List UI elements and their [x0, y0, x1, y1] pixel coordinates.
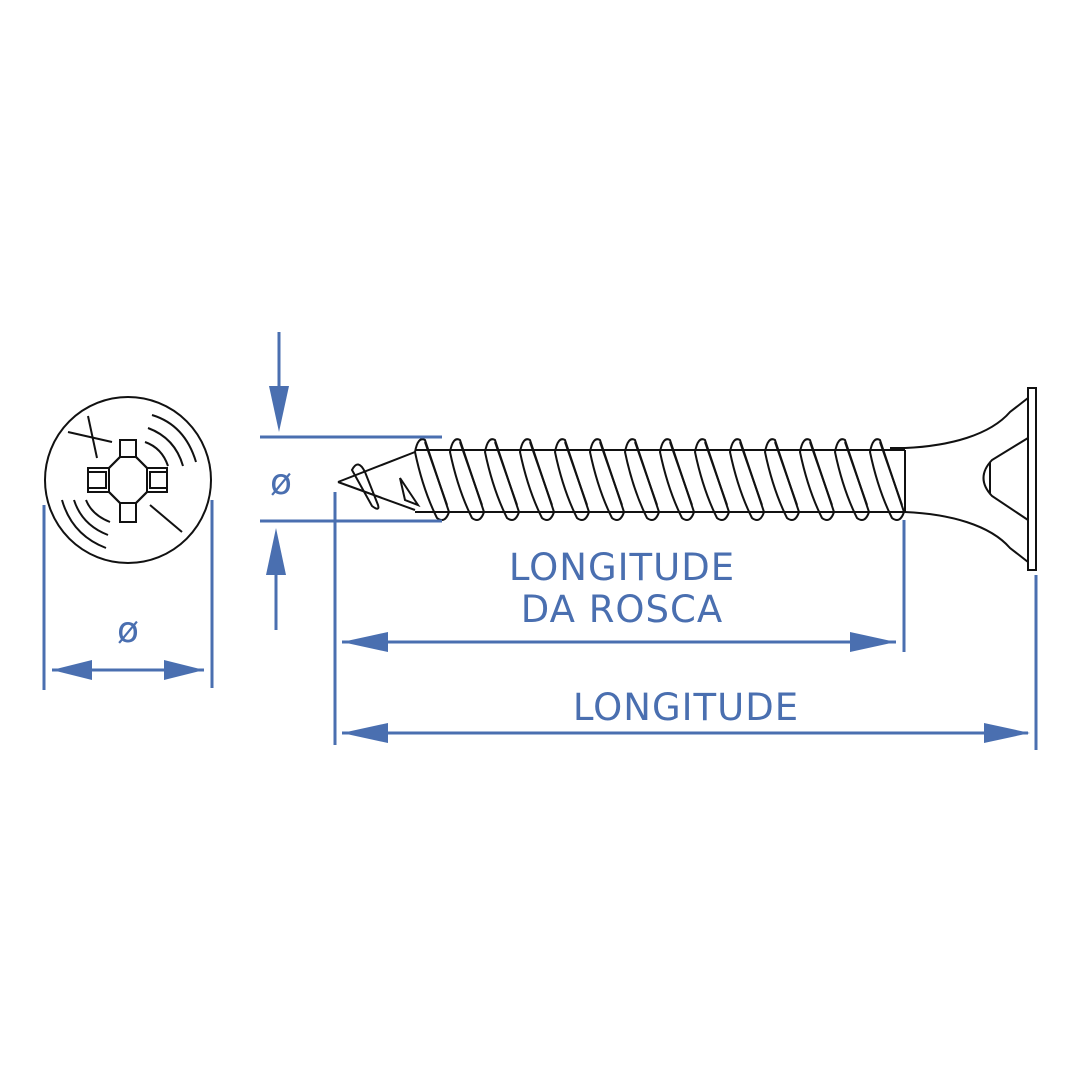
- total-length-dimension: LONGITUDE: [333, 492, 1038, 750]
- thread-edge: [599, 441, 623, 506]
- shank-diameter-dimension: ø: [260, 332, 442, 630]
- thread-edge: [424, 441, 448, 506]
- thread-crest: [623, 438, 661, 521]
- thread-edge: [809, 441, 833, 506]
- thread-crest: [763, 438, 801, 521]
- thread-edge: [774, 441, 798, 506]
- head-diameter-label: ø: [117, 610, 139, 651]
- thread-edge: [669, 441, 693, 506]
- thread-crest: [833, 438, 871, 521]
- thread-edge: [494, 441, 518, 506]
- shank-diameter-label: ø: [270, 462, 292, 503]
- thread-crest: [868, 438, 906, 521]
- thread-crest: [483, 438, 521, 521]
- thread-length-label-line1: LONGITUDE: [509, 546, 735, 589]
- thread-length-dimension: LONGITUDE DA ROSCA: [342, 520, 906, 652]
- thread-crest: [553, 438, 591, 521]
- thread-crest: [728, 438, 766, 521]
- screw-side-view: [337, 387, 1037, 571]
- thread-edge: [459, 441, 483, 506]
- thread-crest: [413, 438, 451, 521]
- thread-edge: [739, 441, 763, 506]
- thread-crest: [798, 438, 836, 521]
- thread-length-label-line2: DA ROSCA: [521, 588, 723, 631]
- screw-threads: [413, 438, 906, 521]
- thread-crest: [448, 438, 486, 521]
- thread-edge: [879, 441, 903, 506]
- thread-crest: [588, 438, 626, 521]
- thread-edge: [564, 441, 588, 506]
- thread-edge: [844, 441, 868, 506]
- thread-edge: [529, 441, 553, 506]
- thread-edge: [634, 441, 658, 506]
- thread-crest: [693, 438, 731, 521]
- total-length-label: LONGITUDE: [573, 686, 799, 729]
- thread-crest: [518, 438, 556, 521]
- thread-crest: [658, 438, 696, 521]
- screw-head-top-view: [44, 396, 212, 564]
- phillips-recess-icon: [87, 439, 168, 523]
- head-diameter-dimension: ø: [42, 500, 214, 690]
- thread-edge: [704, 441, 728, 506]
